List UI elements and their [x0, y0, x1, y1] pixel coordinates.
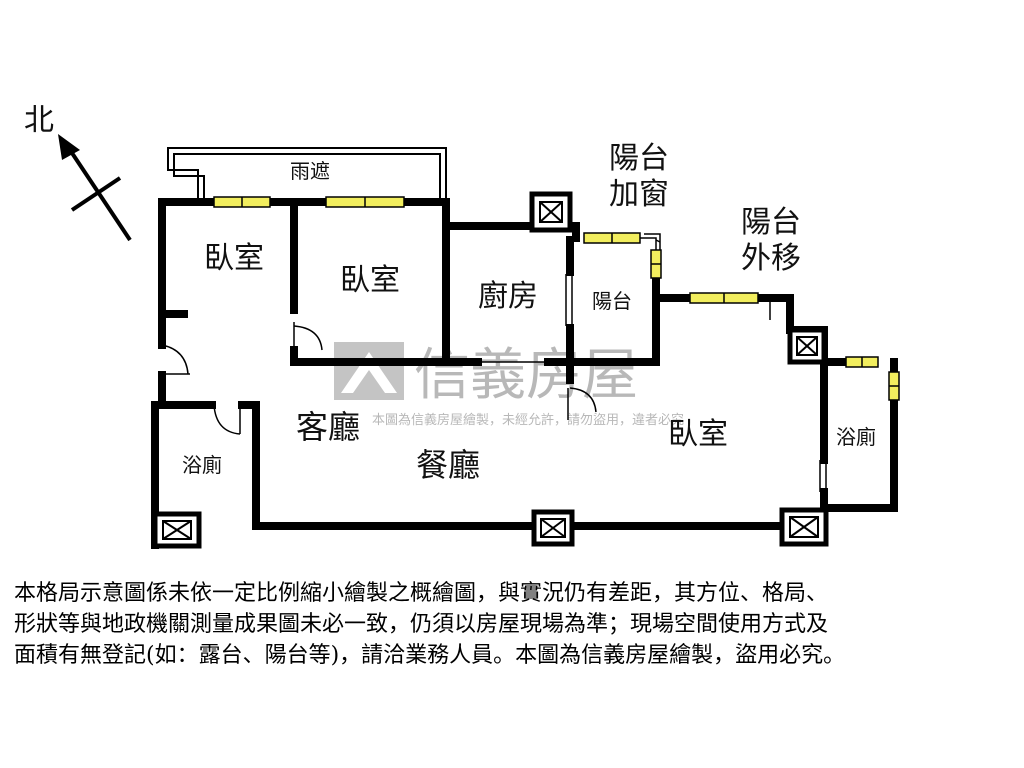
- bedroom-3-label: 臥室: [668, 417, 728, 452]
- balcony-window-frame-outer: [644, 233, 661, 250]
- disclaimer-line-3: 面積有無登記(如：露台、陽台等)，請洽業務人員。本圖為信義房屋繪製，盜用必究。: [14, 643, 846, 668]
- window-icon: [845, 356, 879, 368]
- kitchen-label: 廚房: [478, 279, 538, 314]
- bedroom-2-label: 臥室: [340, 263, 400, 298]
- duct-shaft-icon: [529, 191, 573, 233]
- balcony-window-note-line2: 加窗: [609, 177, 669, 212]
- balcony-window-frame: [640, 237, 657, 250]
- balcony-out-note-line1: 陽台: [741, 205, 801, 240]
- balcony-out-note-line2: 外移: [741, 241, 801, 276]
- dining-room-label: 餐廳: [416, 446, 480, 484]
- duct-shaft-icon: [779, 507, 829, 547]
- doors: [161, 239, 827, 492]
- watermark-logo-icon: [334, 342, 404, 400]
- window-icon: [325, 196, 405, 208]
- disclaimer: 本格局示意圖係未依一定比例縮小繪製之概繪圖，與實況仍有差距，其方位、格局、 形狀…: [14, 578, 1014, 671]
- balcony-window-note-line1: 陽台: [609, 141, 669, 176]
- window-icon: [650, 249, 662, 279]
- bathroom-1-label: 浴廁: [182, 453, 222, 477]
- window-icon: [689, 292, 759, 304]
- compass: 北: [24, 103, 132, 242]
- windows: [213, 196, 900, 401]
- watermark-brand: 信義房屋: [414, 343, 638, 408]
- duct-shaft-icon: [787, 327, 827, 365]
- duct-shafts: [152, 191, 829, 549]
- duct-shaft-icon: [531, 509, 575, 547]
- floor-plan: 信義房屋 本圖為信義房屋繪製，未經允許，請勿盜用，違者必究 北: [24, 103, 900, 549]
- awning-label: 雨遮: [290, 159, 330, 183]
- awning-outline: [167, 147, 447, 200]
- watermark: 信義房屋 本圖為信義房屋繪製，未經允許，請勿盜用，違者必究: [334, 342, 684, 428]
- disclaimer-line-2: 形狀等與地政機關測量成果圖未必一致，仍須以房屋現場為準；現場空間使用方式及: [14, 612, 829, 637]
- bathroom-2-label: 浴廁: [836, 425, 876, 449]
- disclaimer-line-1: 本格局示意圖係未依一定比例縮小繪製之概繪圖，與實況仍有差距，其方位、格局、: [14, 581, 829, 606]
- balcony-label: 陽台: [592, 289, 632, 313]
- duct-shaft-icon: [152, 511, 202, 549]
- living-room-label: 客廳: [296, 408, 360, 446]
- bedroom-1-label: 臥室: [204, 241, 264, 276]
- window-icon: [583, 232, 641, 244]
- window-icon: [888, 371, 900, 401]
- watermark-fine-print: 本圖為信義房屋繪製，未經允許，請勿盜用，違者必究: [372, 412, 684, 428]
- compass-north-label: 北: [24, 103, 54, 138]
- north-arrow-icon: [58, 134, 80, 160]
- window-icon: [213, 196, 271, 208]
